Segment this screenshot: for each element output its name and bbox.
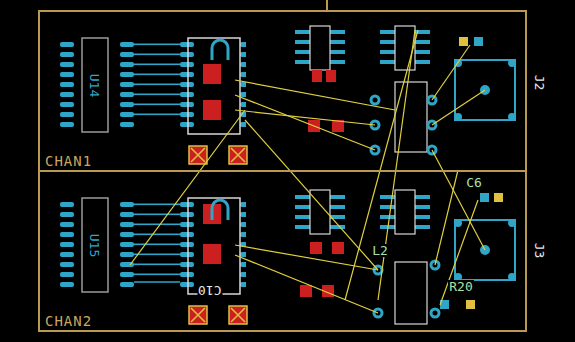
channel-name: CHAN1 bbox=[44, 154, 93, 168]
part-name: C10 bbox=[197, 284, 222, 297]
part-name: R20 bbox=[448, 280, 473, 293]
channel-region: CHAN1 bbox=[38, 10, 527, 172]
part-name: U15 bbox=[88, 232, 101, 257]
channel-name: CHAN2 bbox=[44, 314, 93, 328]
part-name: J3 bbox=[534, 241, 547, 259]
part-name: U14 bbox=[88, 72, 101, 97]
part-name: C6 bbox=[465, 176, 483, 189]
part-name: J2 bbox=[534, 73, 547, 91]
part-name: L2 bbox=[371, 244, 389, 257]
channel-region: CHAN2 bbox=[38, 170, 527, 332]
